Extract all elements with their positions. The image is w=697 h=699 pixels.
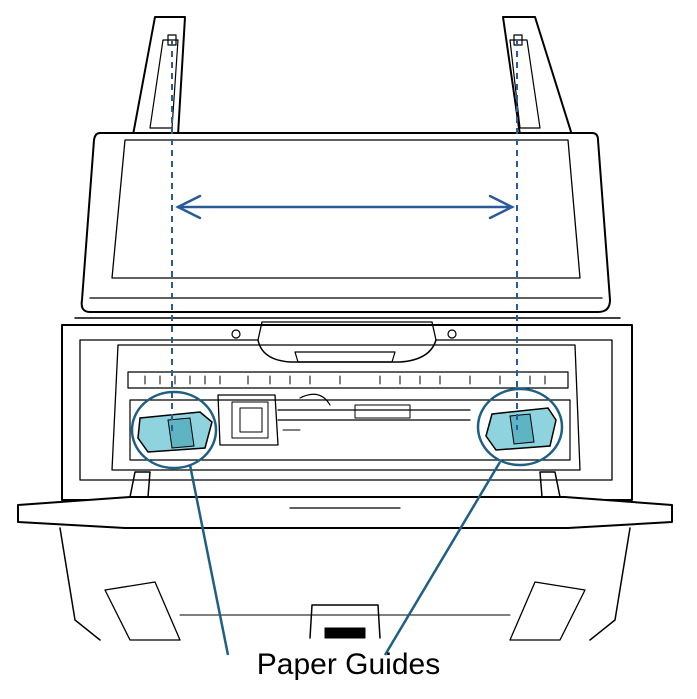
chute-extension-right (502, 16, 573, 136)
callout-markers (130, 387, 564, 656)
adf-chute (80, 132, 611, 313)
callout-circle-left (130, 390, 218, 470)
chute-extension-left (132, 16, 186, 136)
output-tray (17, 471, 673, 529)
lower-stacker (59, 527, 631, 641)
leader-line-left (188, 464, 230, 656)
leader-line-right (383, 461, 502, 656)
callout-circle-right (476, 387, 564, 467)
paper-guide-right[interactable] (485, 407, 557, 451)
paper-guide-left[interactable] (137, 411, 213, 453)
guide-dashed-lines (171, 40, 518, 432)
width-arrow (175, 194, 515, 220)
width-scale (144, 375, 546, 385)
caption-label: Paper Guides (256, 648, 441, 681)
